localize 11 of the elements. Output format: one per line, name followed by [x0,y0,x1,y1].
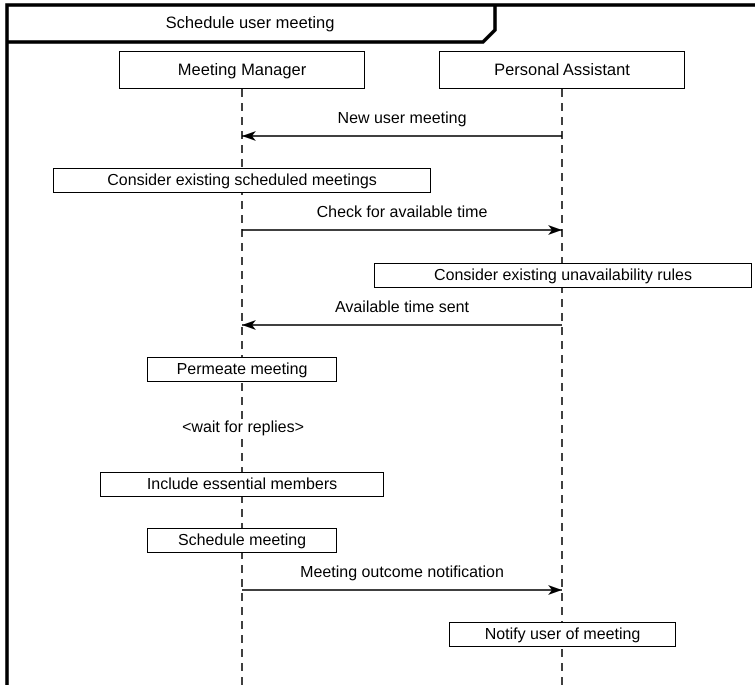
edge-label: New user meeting [336,110,468,128]
activity-box: Include essential members [100,472,384,497]
message-arrow [242,225,562,235]
message-arrow [242,131,562,141]
message-arrow [242,585,562,595]
activity-box: Consider existing unavailability rules [374,263,752,288]
note-text: <wait for replies> [180,419,306,437]
frame-title: Schedule user meeting [164,14,336,32]
edge-label: Meeting outcome notification [298,564,506,582]
activity-box: Consider existing scheduled meetings [53,168,431,193]
message-arrow [242,320,562,330]
